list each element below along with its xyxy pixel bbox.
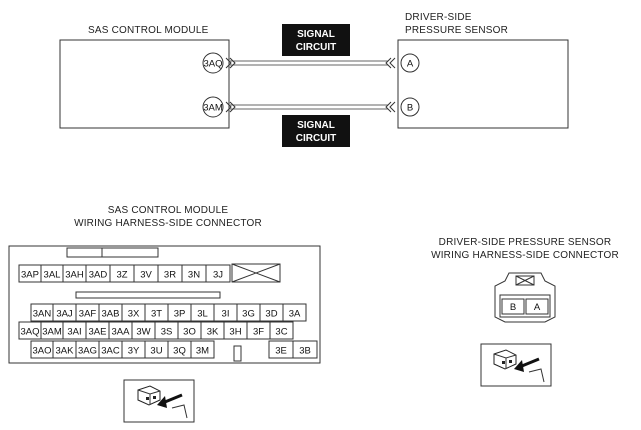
pin-label-3v: 3V [140,270,152,281]
terminal-a-label: A [407,59,414,70]
sensor-connector-title-line1: DRIVER-SIDE PRESSURE SENSOR [439,237,612,248]
signal-badge-bottom-line1: SIGNAL [297,120,335,131]
pin-cell-3j [205,264,231,283]
terminal-3aq-label: 3AQ [203,59,222,70]
sensor-pin-b-label: B [510,302,516,313]
pin-label-3p: 3P [174,309,186,320]
signal-circuit-badge-bottom: SIGNAL CIRCUIT [282,115,350,147]
sensor-connector-title-line2: WIRING HARNESS-SIDE CONNECTOR [431,250,619,261]
pin-cell-3c [269,321,294,340]
pin-label-3f: 3F [253,327,264,338]
pin-label-3k: 3K [207,327,219,338]
sensor-label-line1: DRIVER-SIDE [405,12,472,23]
connector-key-bar [75,291,221,299]
pin-label-3z: 3Z [116,270,127,281]
pin-label-3c: 3C [275,327,287,338]
pin-label-3aa: 3AA [112,327,131,338]
pin-label-3an: 3AN [33,309,52,320]
signal-badge-top-line2: CIRCUIT [296,42,337,53]
blank-pin-marker [231,263,281,283]
pin-label-3w: 3W [136,327,150,338]
pin-label-3am: 3AM [42,327,62,338]
pin-label-3q: 3Q [173,346,186,357]
connector-symbol-3aq [225,57,236,69]
terminal-b [400,97,420,117]
pin-label-3ak: 3AK [56,346,75,357]
sensor-pin-a-label: A [534,302,541,313]
signal-badge-top-line1: SIGNAL [297,29,335,40]
pin-cell-3a [282,303,307,322]
pin-label-3x: 3X [128,309,140,320]
pin-cell-3b [292,340,318,359]
connector-symbol-3am [225,101,236,113]
pin-label-3t: 3T [151,309,162,320]
pin-label-3y: 3Y [128,346,140,357]
pin-label-3ab: 3AB [102,309,120,320]
sas-module-box [59,39,230,129]
terminal-3am [202,96,224,118]
pin-label-3ag: 3AG [78,346,97,357]
pin-label-3ap: 3AP [21,270,39,281]
pin-label-3l: 3L [197,309,208,320]
terminal-a [400,53,420,73]
pin-label-3m: 3M [196,346,209,357]
pin-label-3aq: 3AQ [20,327,39,338]
pin-label-3n: 3N [188,270,200,281]
connector-symbol-b [385,101,396,113]
pin-label-3d: 3D [265,309,277,320]
pin-label-3s: 3S [161,327,173,338]
pin-label-3e: 3E [275,346,287,357]
pin-label-3b: 3B [299,346,311,357]
terminal-b-label: B [407,103,413,114]
terminal-3aq [202,52,224,74]
signal-badge-bottom-line2: CIRCUIT [296,133,337,144]
pin-label-3al: 3AL [44,270,61,281]
pin-label-3r: 3R [164,270,176,281]
pin-label-3j: 3J [213,270,223,281]
pin-cell-3m [190,340,215,359]
signal-wire-bottom [225,101,396,113]
pin-label-3af: 3AF [79,309,97,320]
pin-label-3ai: 3AI [67,327,81,338]
connector-symbol-a [385,57,396,69]
pin-label-3a: 3A [289,309,301,320]
pin-label-3h: 3H [229,327,241,338]
signal-wire-top [225,57,396,69]
connector-pin-grid: 3AP 3AL 3AH 3AD 3Z 3V 3R 3N 3J 3AN 3AJ 3AF 3AB 3X 3T 3P… [18,264,318,359]
pin-label-3ad: 3AD [89,270,108,281]
connector-title-line1: SAS CONTROL MODULE [108,205,229,216]
pin-label-3o: 3O [183,327,196,338]
pin-label-3ah: 3AH [65,270,84,281]
pin-label-3u: 3U [150,346,162,357]
sensor-pin-a [525,298,549,315]
signal-circuit-badge-top: SIGNAL CIRCUIT [282,24,350,56]
connector-latch-center [101,247,159,258]
view-direction-icon-left [123,379,195,423]
sas-module-label: SAS CONTROL MODULE [88,25,209,36]
pin-label-3i: 3I [222,309,230,320]
pin-label-3g: 3G [242,309,255,320]
connector-title-line2: WIRING HARNESS-SIDE CONNECTOR [74,218,262,229]
pin-label-3aj: 3AJ [56,309,73,320]
sensor-pin-b [501,298,525,315]
sensor-label-line2: PRESSURE SENSOR [405,25,508,36]
sensor-connector-body [494,272,556,323]
connector-latch-left [66,247,103,258]
terminal-3am-label: 3AM [203,103,223,114]
pin-label-3ae: 3AE [89,327,107,338]
connector-notch [233,345,242,362]
pin-label-3ac: 3AC [101,346,120,357]
view-direction-icon-right [480,343,552,387]
pin-label-3ao: 3AO [32,346,51,357]
sensor-box [397,39,569,129]
